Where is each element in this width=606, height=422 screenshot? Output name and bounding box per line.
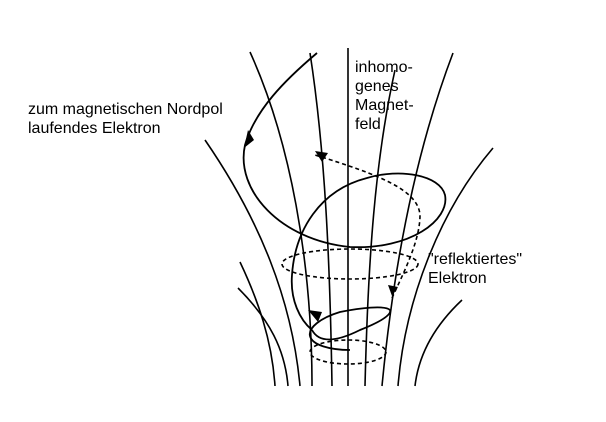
label-line: inhomo- [355,59,413,76]
label-line: feld [355,116,381,133]
label-line: Elektron [428,270,487,287]
arrow-head-icon [315,151,328,162]
label-line: laufendes Elektron [28,120,161,137]
field-label: inhomo- genes Magnet- feld [355,58,414,134]
arrow-head-icon [388,285,398,296]
arrow-head-icon [308,310,322,322]
arrow-head-icon [244,130,254,148]
electron-trajectory [242,52,447,365]
label-line: Magnet- [355,97,414,114]
reflected-electron-label: "reflektiertes" Elektron [428,250,522,288]
north-pole-electron-label: zum magnetischen Nordpol laufendes Elekt… [28,100,223,138]
label-line: "reflektiertes" [428,251,523,268]
field-lines [204,48,494,387]
label-line: genes [355,78,399,95]
label-line: zum magnetischen Nordpol [28,101,223,118]
